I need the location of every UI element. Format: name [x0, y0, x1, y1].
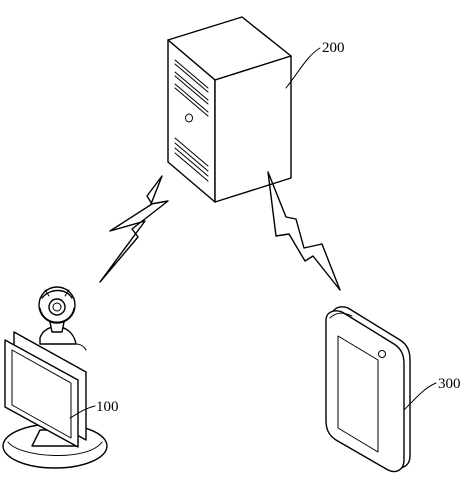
server-label-leader: [285, 47, 321, 89]
server-label: 200: [322, 40, 345, 56]
wireless-link-left-icon: [99, 175, 169, 283]
terminal-label-leader: [69, 405, 96, 419]
mobile-phone-icon: [325, 306, 411, 473]
server-tower-icon: [167, 16, 292, 203]
mobile-label: 300: [438, 376, 461, 392]
monitor-with-webcam-icon: [2, 286, 108, 469]
terminal-label: 100: [96, 399, 119, 415]
wireless-link-right-icon: [267, 171, 341, 291]
mobile-label-leader: [403, 382, 437, 411]
